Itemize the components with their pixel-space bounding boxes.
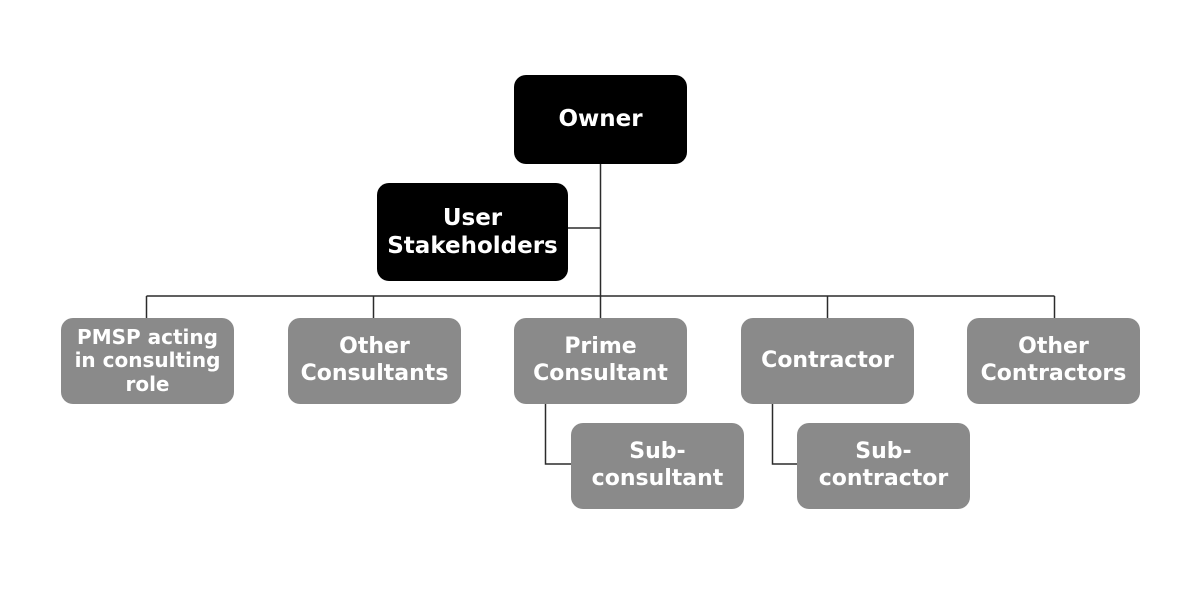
node-contractor: Contractor <box>741 318 914 404</box>
connector-sub-contractor <box>771 404 797 465</box>
node-sub-consultant: Sub- consultant <box>571 423 744 509</box>
node-prime-consultant: Prime Consultant <box>514 318 687 404</box>
node-sub-consultant-label: Sub- consultant <box>591 439 724 491</box>
node-sub-contractor-label: Sub- contractor <box>818 439 949 491</box>
node-contractor-label: Contractor <box>761 347 894 373</box>
node-other-consultants: Other Consultants <box>288 318 461 404</box>
node-user-stakeholders-label: User Stakeholders <box>387 204 558 259</box>
node-pmsp: PMSP acting in consulting role <box>61 318 234 404</box>
node-other-contractors-label: Other Contractors <box>980 334 1127 386</box>
node-owner-label: Owner <box>558 106 643 133</box>
node-sub-contractor: Sub- contractor <box>797 423 970 509</box>
connector-sub-consultant <box>544 404 571 465</box>
node-other-consultants-label: Other Consultants <box>300 334 449 386</box>
node-other-contractors: Other Contractors <box>967 318 1140 404</box>
node-user-stakeholders: User Stakeholders <box>377 183 568 281</box>
node-owner: Owner <box>514 75 687 164</box>
node-pmsp-label: PMSP acting in consulting role <box>74 324 221 396</box>
node-prime-consultant-label: Prime Consultant <box>533 334 668 386</box>
